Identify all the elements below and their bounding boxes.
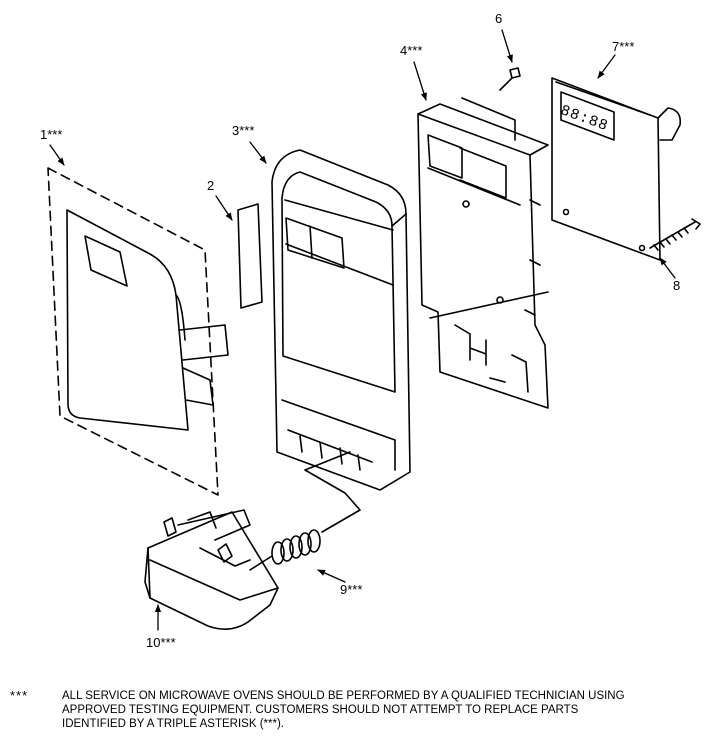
footnote-line-1: ALL SERVICE ON MICROWAVE OVENS SHOULD BE… <box>62 690 625 702</box>
footnote-line-2: APPROVED TESTING EQUIPMENT. CUSTOMERS SH… <box>62 704 579 716</box>
footnote-marker: *** <box>10 688 29 703</box>
wire-harness <box>304 291 549 533</box>
callout-1: 1*** <box>40 127 63 142</box>
callout-7: 7*** <box>612 39 635 54</box>
part-2-panel <box>237 203 263 309</box>
callout-2: 2 <box>207 178 215 193</box>
part-3-control-frame <box>271 149 411 491</box>
part-10-latch-housing <box>144 509 279 630</box>
callout-9: 9*** <box>340 582 363 597</box>
callout-3: 3*** <box>232 123 255 138</box>
leader-arrows <box>49 29 676 631</box>
callout-4: 4*** <box>400 43 423 58</box>
part-8-screw <box>649 218 701 251</box>
service-footnote: ALL SERVICE ON MICROWAVE OVENS SHOULD BE… <box>62 689 712 731</box>
callout-6: 6 <box>495 11 503 26</box>
part-4-control-board <box>417 97 549 409</box>
part-9-spring <box>249 529 321 571</box>
part-1-door-panel <box>47 167 229 496</box>
part-6-screw <box>499 67 521 91</box>
exploded-parts-diagram <box>47 29 701 631</box>
footnote-line-3: IDENTIFIED BY A TRIPLE ASTERISK (***). <box>62 718 284 730</box>
callout-8: 8 <box>673 278 681 293</box>
callout-10: 10*** <box>146 635 176 650</box>
